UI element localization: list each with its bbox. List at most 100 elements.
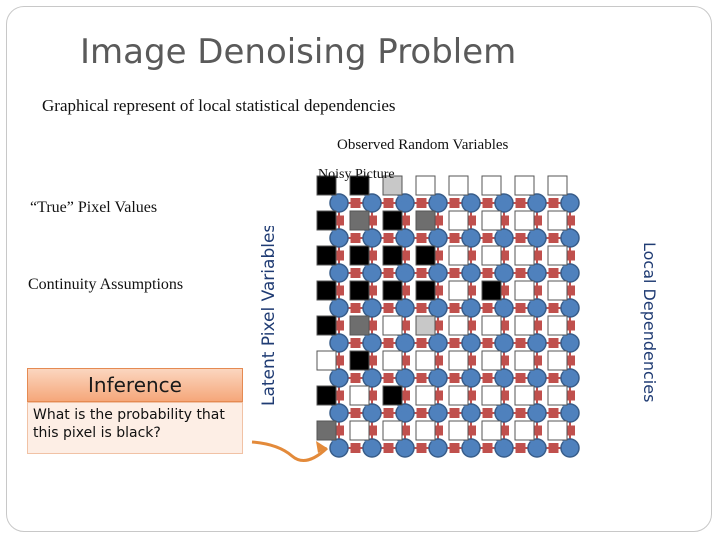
factor-node (367, 425, 377, 436)
observed-pixel (316, 280, 337, 301)
observed-pixel (349, 175, 370, 196)
factor-node (565, 425, 575, 436)
factor-node (350, 233, 361, 243)
factor-node (466, 320, 476, 331)
observed-pixel (382, 385, 403, 406)
observed-pixel (481, 420, 502, 441)
local-dependencies-label: Local Dependencies (640, 242, 659, 403)
factor-node (367, 355, 377, 366)
factor-node (383, 408, 394, 418)
factor-node (515, 233, 526, 243)
continuity-assumptions-label: Continuity Assumptions (28, 276, 184, 293)
observed-pixel (415, 210, 436, 231)
observed-pixel (382, 350, 403, 371)
observed-pixel (481, 315, 502, 336)
factor-node (482, 233, 493, 243)
observed-pixel (481, 350, 502, 371)
factor-node (499, 285, 509, 296)
factor-node (334, 390, 344, 401)
observed-pixel (448, 245, 469, 266)
factor-node (548, 338, 559, 348)
factor-node (416, 338, 427, 348)
factor-node (416, 408, 427, 418)
observed-pixel (481, 280, 502, 301)
observed-pixel (316, 385, 337, 406)
factor-node (515, 373, 526, 383)
factor-node (499, 355, 509, 366)
factor-node (548, 373, 559, 383)
factor-node (565, 355, 575, 366)
observed-pixel (415, 315, 436, 336)
factor-node (416, 198, 427, 208)
factor-node (383, 233, 394, 243)
observed-pixel (514, 280, 535, 301)
true-pixel-values-label: “True” Pixel Values (30, 199, 158, 216)
observed-pixel (514, 350, 535, 371)
factor-node (400, 355, 410, 366)
factor-node (433, 285, 443, 296)
factor-node (565, 215, 575, 226)
factor-node (482, 198, 493, 208)
observed-pixel (514, 245, 535, 266)
observed-pixel (382, 210, 403, 231)
observed-pixel (349, 280, 370, 301)
factor-node (499, 215, 509, 226)
factor-node (565, 285, 575, 296)
factor-node (499, 425, 509, 436)
factor-node (400, 250, 410, 261)
factor-node (499, 320, 509, 331)
inference-heading: Inference (27, 368, 243, 402)
observed-pixel (415, 280, 436, 301)
factor-node (416, 268, 427, 278)
observed-pixel (448, 420, 469, 441)
factor-node (350, 408, 361, 418)
observed-pixel (481, 210, 502, 231)
factor-node (499, 250, 509, 261)
observed-pixel (514, 175, 535, 196)
factor-node (350, 373, 361, 383)
observed-pixel (547, 385, 568, 406)
observed-pixel (448, 280, 469, 301)
factor-node (334, 425, 344, 436)
factor-node (466, 425, 476, 436)
observed-pixel (547, 350, 568, 371)
observed-pixel (514, 385, 535, 406)
observed-layer (316, 175, 572, 450)
observed-pixel (382, 280, 403, 301)
factor-node (548, 408, 559, 418)
factor-node (367, 215, 377, 226)
observed-pixel (448, 350, 469, 371)
factor-node (532, 320, 542, 331)
factor-node (383, 373, 394, 383)
factor-node (383, 338, 394, 348)
factor-node (466, 250, 476, 261)
factor-node (466, 285, 476, 296)
factor-node (400, 285, 410, 296)
factor-node (367, 390, 377, 401)
factor-node (548, 233, 559, 243)
factor-node (350, 198, 361, 208)
observed-pixel (316, 210, 337, 231)
factor-node (532, 215, 542, 226)
observed-pixel (514, 420, 535, 441)
observed-pixel (349, 350, 370, 371)
factor-node (400, 425, 410, 436)
observed-pixel (448, 210, 469, 231)
noisy-picture-label: Noisy Picture (318, 167, 395, 182)
observed-pixel (448, 385, 469, 406)
factor-node (532, 355, 542, 366)
factor-node (449, 303, 460, 313)
inference-arrow (251, 440, 329, 462)
slide-subtitle: Graphical represent of local statistical… (42, 96, 396, 115)
observed-pixel (382, 245, 403, 266)
factor-node (482, 338, 493, 348)
factor-node (449, 233, 460, 243)
factor-node (482, 408, 493, 418)
factor-node (548, 443, 559, 453)
factor-node (565, 250, 575, 261)
observed-pixel (316, 245, 337, 266)
factor-node (515, 198, 526, 208)
factor-node (367, 250, 377, 261)
observed-pixel (547, 210, 568, 231)
factor-node (350, 303, 361, 313)
